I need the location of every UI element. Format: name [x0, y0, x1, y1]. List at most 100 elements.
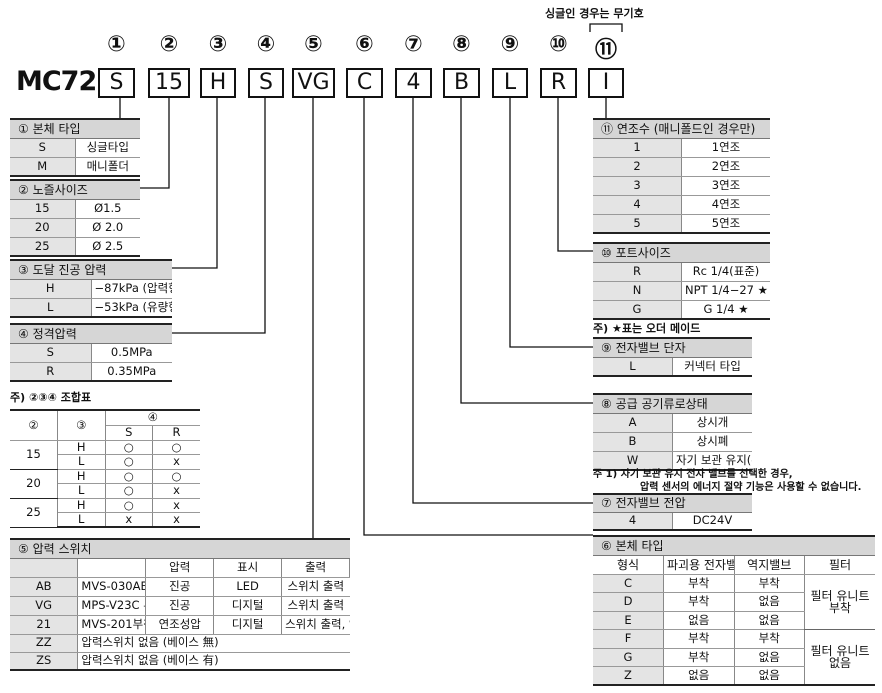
option-code: AB [10, 577, 79, 597]
option-code: 4 [593, 512, 673, 531]
option-code: R [10, 362, 92, 382]
option-value: LED [213, 577, 283, 597]
option-value: 진공 [145, 596, 215, 616]
option-code: 2 [593, 157, 682, 177]
table-title: ⑩ 포트사이즈 [593, 242, 770, 263]
option-code: 15 [10, 199, 76, 219]
option-code: S [10, 138, 76, 158]
option-value: 상시폐 [672, 432, 752, 452]
nozzle-size: 20 [10, 469, 58, 499]
option-number: ① [107, 32, 126, 57]
r-availability: x [152, 454, 200, 470]
option-value: 없음 [734, 592, 805, 612]
option-value: MVS-201부착 [77, 615, 147, 635]
option-value: Ø 2.5 [75, 237, 140, 257]
option-code: Z [593, 666, 664, 686]
code-box: VG [292, 68, 335, 98]
option-value: 매니폴더 [75, 157, 140, 177]
option-code: VG [10, 596, 79, 616]
s-availability: ○ [105, 469, 153, 484]
code-box: L [492, 68, 528, 98]
option-value: 없음 [663, 611, 735, 630]
option-code: E [593, 611, 664, 630]
option-value: 스위치 출력 [281, 596, 350, 616]
option-code: ZS [10, 652, 79, 671]
filter-value: 필터 유니트부착 [804, 574, 875, 630]
option-number: ⑦ [404, 32, 423, 57]
table-header: ⑪ 연조수 (매니폴드인 경우만) [593, 118, 770, 139]
option-value: 부착 [734, 629, 805, 649]
table-title: ⑧ 공급 공기류로상태 [593, 393, 752, 414]
option-value: 부착 [734, 574, 805, 593]
option-code: G [593, 648, 664, 667]
table-title: ⑤ 압력 스위치 [10, 538, 350, 559]
top-note: 싱글인 경우는 무기호 [545, 7, 644, 20]
r-availability: x [152, 483, 200, 499]
option-value: Rc 1/4(표준) [681, 262, 770, 282]
option-value: 없음 [734, 648, 805, 667]
option-number: ④ [256, 32, 276, 57]
option-value: 커넥터 타입 [672, 357, 752, 377]
option-number: ⑧ [452, 32, 471, 57]
code-box: I [588, 68, 624, 98]
code-box: 4 [395, 68, 432, 98]
table-header: ① 본체 타입 [10, 118, 140, 139]
model-name: MC72 [16, 66, 97, 97]
table-header: ⑦ 전자밸브 전압 [593, 493, 752, 513]
option-code: 5 [593, 214, 682, 234]
combo-note: 주) ②③④ 조합표 [10, 391, 92, 404]
option-code: L [593, 357, 673, 377]
column-header: 역지밸브 [734, 555, 805, 575]
code-box: S [98, 68, 135, 98]
option-code: B [593, 432, 673, 452]
header-2: ② [10, 409, 58, 441]
code-box: S [248, 68, 284, 98]
table-row: L−53kPa (유량형) [10, 298, 172, 318]
header-r: R [152, 425, 200, 441]
option-number: ② [159, 32, 179, 57]
column-header [77, 558, 147, 578]
r-availability: x [152, 498, 200, 513]
option-value: 4연조 [681, 195, 770, 215]
option-code: C [593, 574, 664, 593]
r-availability: ○ [152, 440, 200, 455]
option-value: −87kPa (압력형) [91, 279, 172, 299]
pressure-type: H [57, 469, 106, 484]
option-code: D [593, 592, 664, 612]
header-4: ④ [105, 409, 200, 426]
table-title: ④ 정격압력 [10, 323, 172, 344]
option-number: ⑨ [500, 32, 520, 57]
code-box: R [540, 68, 577, 98]
s-availability: ○ [105, 454, 153, 470]
option-number: ⑩ [549, 32, 568, 57]
option-code: 4 [593, 195, 682, 215]
option-code: S [10, 343, 92, 363]
header-3: ③ [57, 409, 106, 441]
option-value: 싱글타입 [75, 138, 140, 158]
